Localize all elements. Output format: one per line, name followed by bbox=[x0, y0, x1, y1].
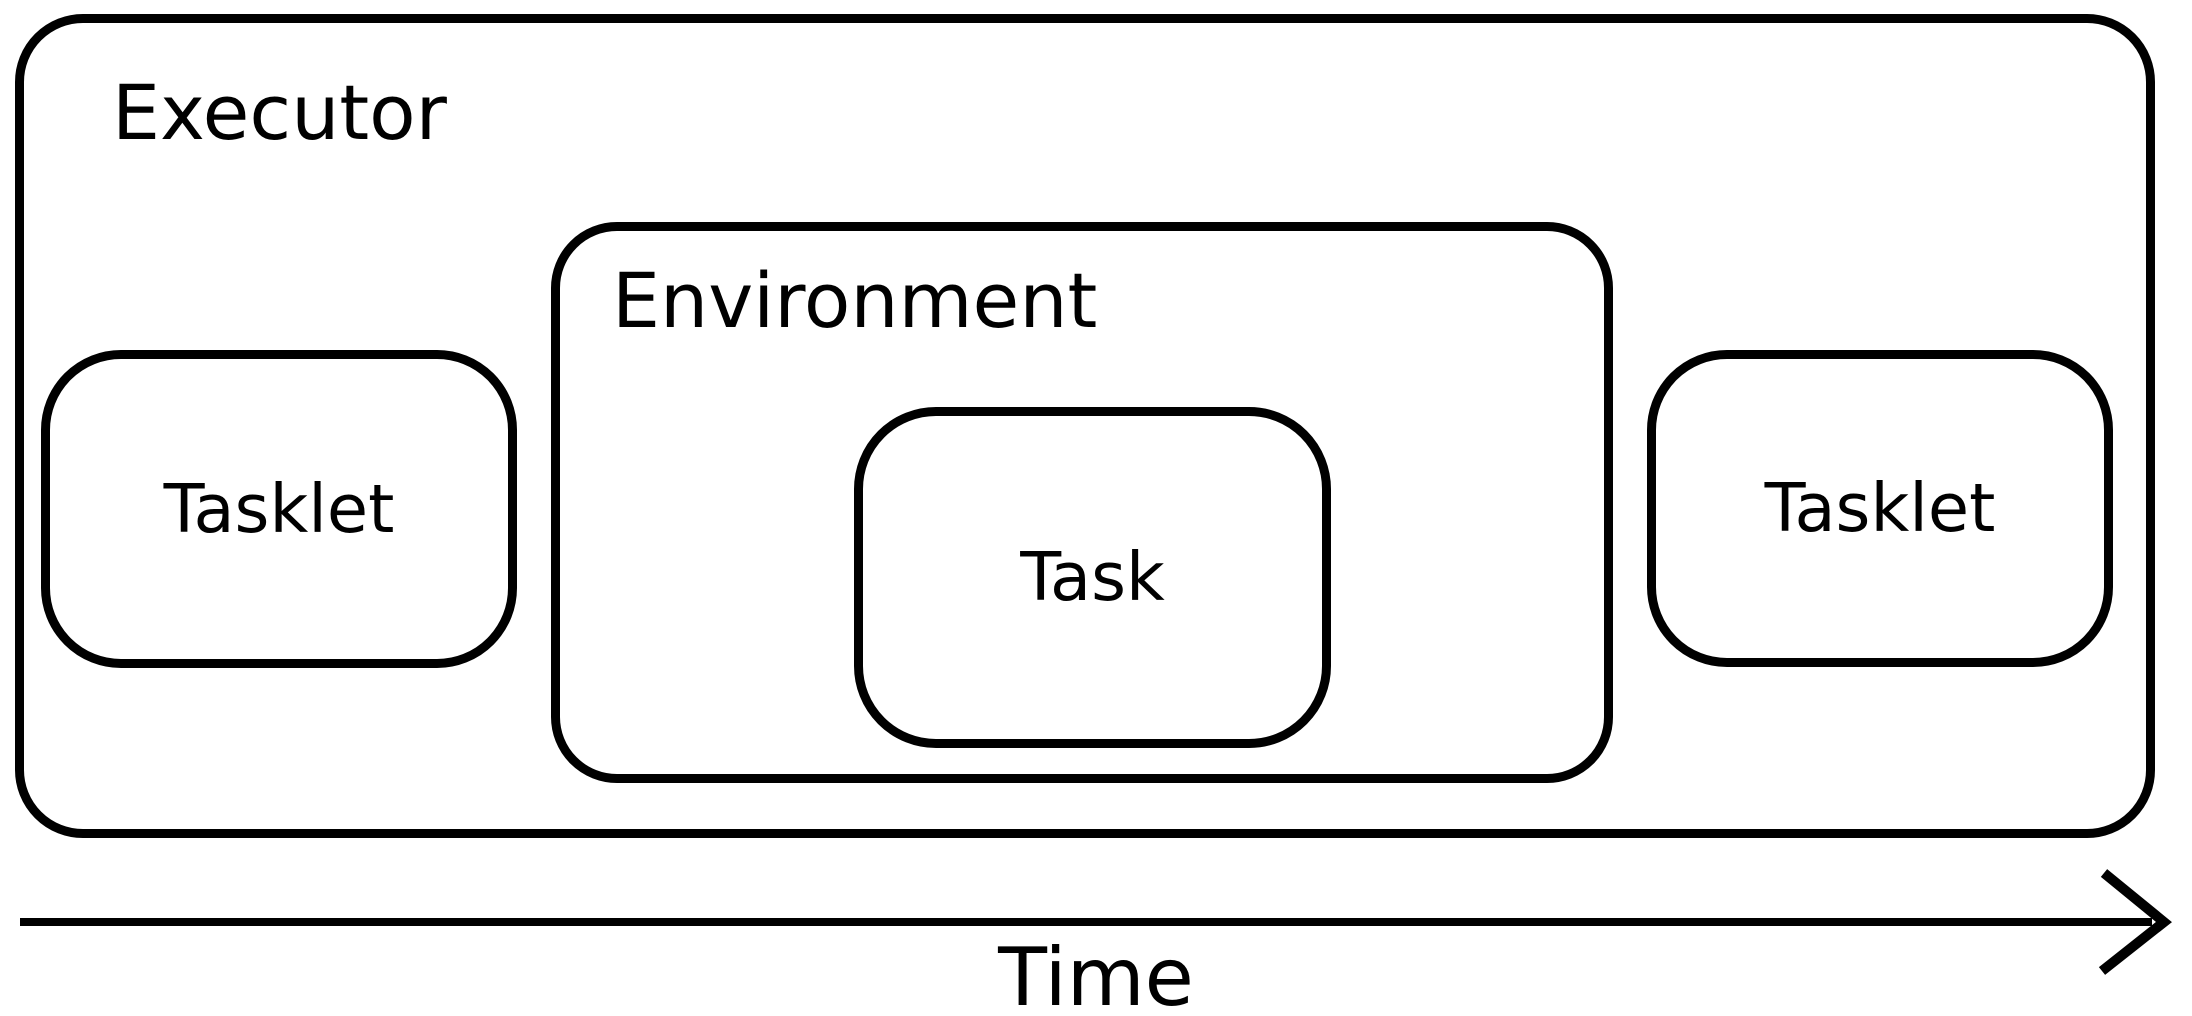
time-arrow-head-icon bbox=[2098, 869, 2172, 975]
tasklet-right-label: Tasklet bbox=[1764, 469, 1996, 547]
tasklet-left-label: Tasklet bbox=[163, 469, 395, 548]
executor-label: Executor bbox=[112, 68, 447, 157]
tasklet-right-box: Tasklet bbox=[1647, 350, 2113, 667]
time-axis-arrow bbox=[20, 869, 2172, 975]
time-label: Time bbox=[998, 931, 1194, 1016]
task-label: Task bbox=[1020, 538, 1165, 616]
executor-box: Executor Tasklet Environment Task Taskle… bbox=[15, 14, 2155, 838]
environment-box: Environment Task bbox=[551, 222, 1613, 783]
tasklet-left-box: Tasklet bbox=[41, 350, 517, 668]
environment-label: Environment bbox=[612, 256, 1098, 345]
task-box: Task bbox=[854, 407, 1331, 748]
